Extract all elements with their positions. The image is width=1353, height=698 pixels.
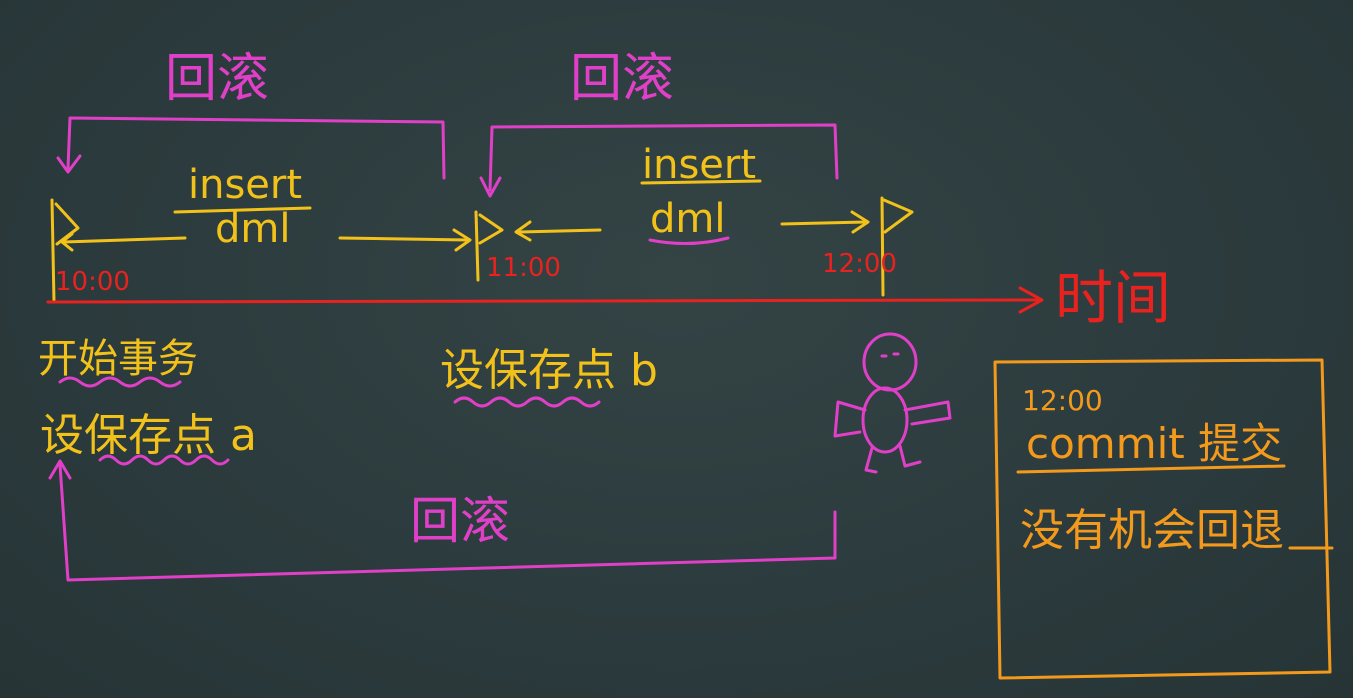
timeline-axis bbox=[46, 286, 1044, 314]
rollback-label-3: 回滚 bbox=[410, 492, 510, 550]
commit-box-frame bbox=[993, 358, 1334, 680]
dml-arrows bbox=[60, 179, 870, 252]
segment2-stmt-label: dml bbox=[650, 196, 725, 242]
rollback-label-1: 回滚 bbox=[165, 49, 269, 109]
commit-box-commit-text: commit 提交 bbox=[1026, 419, 1282, 468]
rollback-arrow-b-to-start bbox=[56, 116, 446, 180]
rollback-label-2: 回滚 bbox=[570, 49, 674, 109]
rollback-arrow-end-to-b bbox=[479, 123, 839, 198]
flag-middle bbox=[474, 210, 504, 282]
time-label-3: 12:00 bbox=[822, 249, 897, 279]
flag-end bbox=[880, 196, 914, 297]
segment1-stmt-label: dml bbox=[215, 206, 290, 252]
savepoint-a-note: 设保存点 a bbox=[40, 410, 257, 461]
begin-transaction-note: 开始事务 bbox=[38, 336, 198, 382]
segment1-op-label: insert bbox=[188, 162, 302, 208]
segment2-op-label: insert bbox=[642, 142, 756, 188]
timeline-label: 时间 bbox=[1055, 264, 1171, 332]
commit-box-time: 12:00 bbox=[1022, 384, 1103, 417]
savepoint-b-underline bbox=[453, 396, 601, 408]
stick-figure-drawing bbox=[833, 332, 952, 474]
savepoint-a-underline bbox=[98, 454, 230, 466]
begin-transaction-underline bbox=[58, 376, 182, 388]
time-label-2: 11:00 bbox=[486, 253, 561, 283]
rollback-arrow-bottom-to-a bbox=[48, 459, 837, 582]
savepoint-b-note: 设保存点 b bbox=[440, 345, 658, 396]
commit-box-no-rollback-text: 没有机会回退 bbox=[1020, 505, 1284, 556]
time-label-1: 10:00 bbox=[55, 267, 130, 297]
segment2-stmt-underline bbox=[648, 236, 730, 246]
